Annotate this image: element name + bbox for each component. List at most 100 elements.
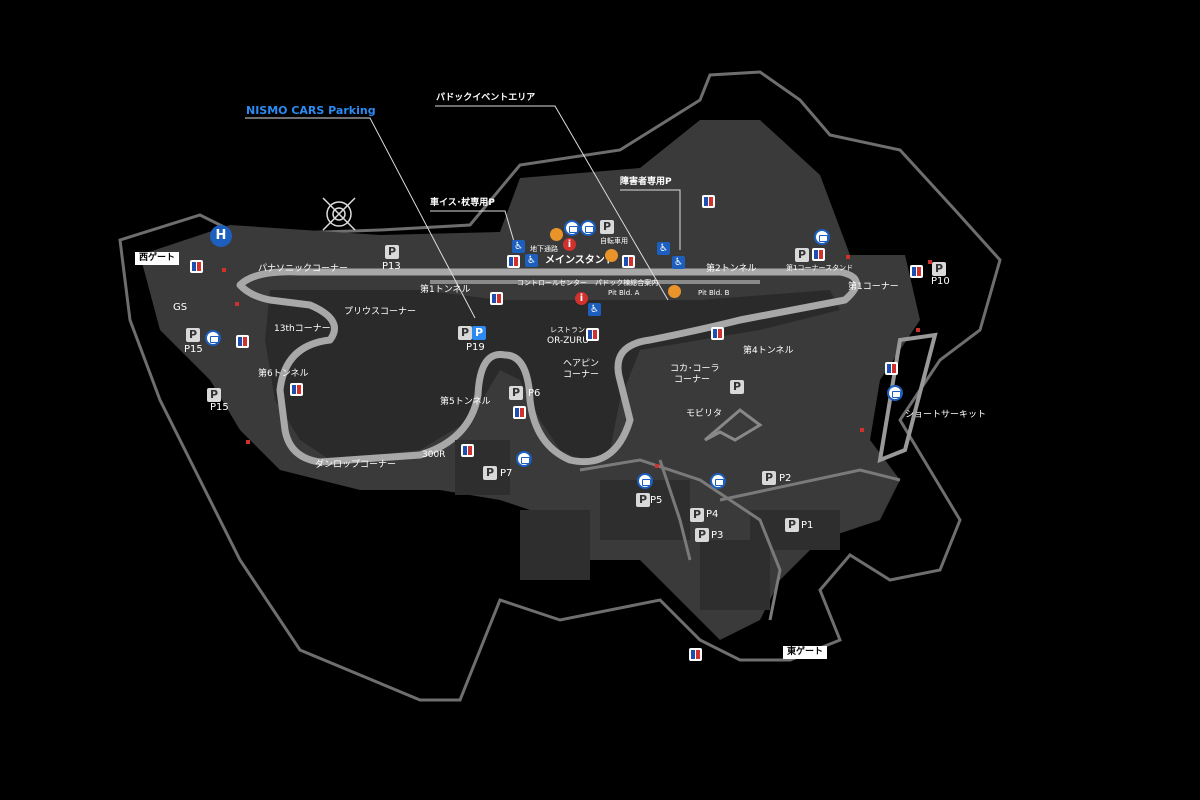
accessible-icon: ♿ [525,254,538,267]
restroom-icon [622,255,635,268]
parking-icon-p1: P [785,518,799,532]
wheelchair-parking-label: 車イス･杖専用P [430,198,495,208]
parking-icon-p15a: P [186,328,200,342]
parking-icon-p13: P [385,245,399,259]
entry-marker [846,255,850,259]
panasonic-corner-label: パナソニックコーナー [258,264,349,274]
p19-label: P19 [466,342,485,353]
parking-icon-p19-left: P [458,326,472,340]
p4-label: P4 [706,509,719,520]
underground-passage-label: 地下通路 [530,245,558,253]
shuttle-bus-icon [710,473,726,489]
shuttle-bus-icon [205,330,221,346]
race-track [236,268,860,466]
parking-icon-p3: P [695,528,709,542]
perimeter-road [118,70,1002,702]
parking-icon-p4: P [690,508,704,522]
shuttle-bus-icon [580,220,596,236]
restroom-icon [711,327,724,340]
p13-label: P13 [382,261,401,272]
short-circuit-label: ショートサーキット [905,410,987,420]
compass-icon [322,197,356,231]
nismo-cars-parking-label: NISMO CARS Parking [246,104,376,117]
parking-icon-p15b: P [207,388,221,402]
restroom-icon [290,383,303,396]
three-hundred-r-label: 300R [422,450,446,460]
restaurant-label-1: レストラン [550,326,585,334]
bicycle-label: 自転車用 [600,237,628,245]
restroom-icon [702,195,715,208]
parking-icon-bicycle: P [600,220,614,234]
p6-label: P6 [528,388,541,399]
paddock-event-area-label: パドックイベントエリア [436,93,536,103]
east-gate-label: 東ゲート [783,646,828,659]
food-icon [668,285,681,298]
p7-label: P7 [500,468,513,479]
info-icon: i [563,238,576,251]
entry-marker [928,260,932,264]
accessible-icon: ♿ [672,256,685,269]
second-tunnel-label: 第2トンネル [706,264,757,274]
pit-b-label: Pit Bld. B [698,289,730,297]
restroom-icon [513,406,526,419]
shuttle-bus-icon [887,385,903,401]
hairpin-corner-label-1: ヘアピン [563,359,600,369]
entry-marker [860,428,864,432]
parking-icon-p2: P [762,471,776,485]
food-icon [550,228,563,241]
first-corner-stand-label: 第1コーナースタンド [786,264,854,272]
entry-marker [235,302,239,306]
prius-corner-label: プリウスコーナー [344,307,417,317]
internal-road-2 [658,459,692,561]
disabled-callout-line [620,189,681,250]
shuttle-bus-icon [516,451,532,467]
p15b-label: P15 [210,402,229,413]
accessible-icon: ♿ [657,242,670,255]
restroom-icon [885,362,898,375]
parking-area-south [520,510,590,580]
heliport-icon: H [210,225,232,247]
p10-label: P10 [931,276,950,287]
restroom-icon [586,328,599,341]
wheelchair-callout-line [430,210,516,246]
parking-icon-p10: P [932,262,946,276]
nismo-callout-line [245,117,476,319]
accessible-icon: ♿ [512,240,525,253]
sixth-tunnel-label: 第6トンネル [258,369,309,379]
p5-label: P5 [650,495,663,506]
mobility-course [704,408,763,442]
p1-label: P1 [801,520,814,531]
parking-icon-p6: P [509,386,523,400]
shuttle-bus-icon [637,473,653,489]
shuttle-bus-icon [814,229,830,245]
paddock-callout-line [435,105,669,301]
short-circuit [877,332,938,464]
restroom-icon [490,292,503,305]
fifth-tunnel-label: 第5トンネル [440,397,491,407]
food-icon [605,249,618,262]
parking-icon-p19-blue: P [472,326,486,340]
cocacola-corner-label-2: コーナー [674,375,711,385]
restroom-icon [507,255,520,268]
paddock-info-label: パドック棟総合案内 [595,279,659,287]
accessible-icon: ♿ [588,303,601,316]
restroom-icon [461,444,474,457]
restroom-icon [236,335,249,348]
shuttle-bus-icon [564,220,580,236]
entry-marker [655,464,659,468]
mobility-label: モビリタ [686,409,723,419]
entry-marker [246,440,250,444]
parking-area-southeast [700,540,770,610]
parking-icon-mobility: P [730,380,744,394]
restroom-icon [910,265,923,278]
entry-marker [916,328,920,332]
restroom-icon [689,648,702,661]
restroom-icon [190,260,203,273]
parking-icon-first-corner: P [795,248,809,262]
entry-marker [222,268,226,272]
first-corner-label: 第1コーナー [848,282,899,292]
internal-road-3 [719,468,901,502]
p15a-label: P15 [184,344,203,355]
parking-icon-p5: P [636,493,650,507]
